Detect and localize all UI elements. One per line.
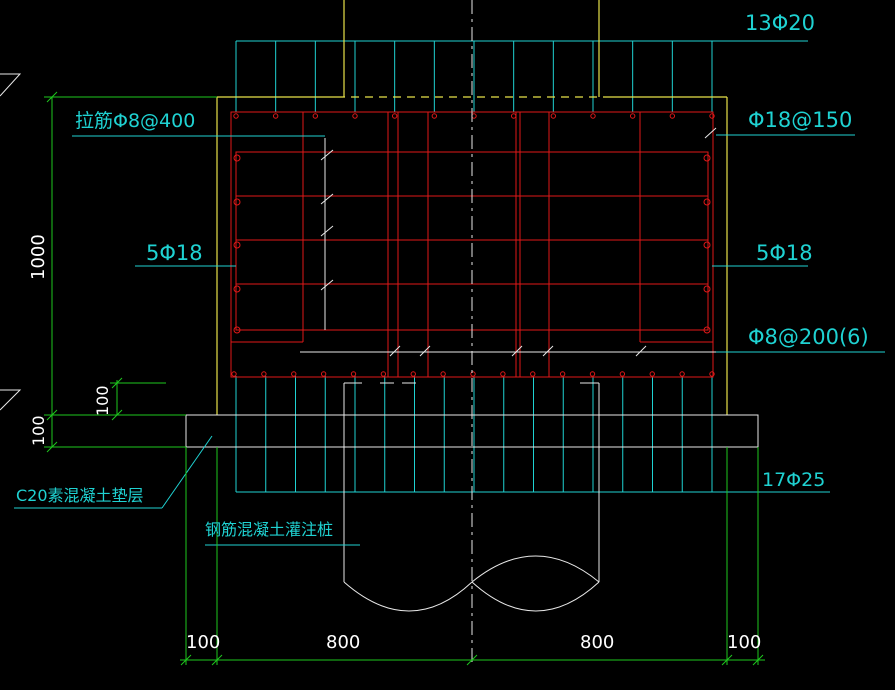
right-side-rebar-dot xyxy=(703,198,711,206)
stirrups-label: Φ8@200(6) xyxy=(748,325,869,349)
bottom-rebar-dot xyxy=(350,371,357,377)
bottom-rebar-dot xyxy=(320,371,327,377)
pile-outline xyxy=(343,382,600,612)
dim-height-100-lower: 100 xyxy=(29,415,48,446)
right-side-rebar-dot xyxy=(703,285,711,293)
bottom-rebar-dot xyxy=(589,371,596,377)
top-rebar-dot xyxy=(669,113,676,119)
bottom-rebar-dot xyxy=(559,371,566,377)
dimension-lines xyxy=(44,91,765,666)
dim-width-100-left: 100 xyxy=(186,632,220,653)
bottom-rebar-dot xyxy=(261,371,267,377)
dim-height-100-upper: 100 xyxy=(93,385,112,416)
dim-width-800-right: 800 xyxy=(580,632,614,653)
top-bars-label: 13Φ20 xyxy=(745,11,815,35)
left-side-rebar-dot xyxy=(233,198,241,206)
bottom-rebar-dot xyxy=(231,371,237,377)
annotation-labels: 13Φ20 拉筋Φ8@400 Φ18@150 5Φ18 5Φ18 Φ8@200(… xyxy=(16,11,869,653)
bottom-rebar-dot xyxy=(709,371,715,377)
right-side-rebar-dot xyxy=(703,154,711,162)
top-rebar-dot xyxy=(431,113,438,119)
elevation-markers xyxy=(0,73,22,411)
right-side-rebar-dot xyxy=(703,241,711,249)
tie-bars-label: 拉筋Φ8@400 xyxy=(75,110,195,132)
bottom-rebar-dot xyxy=(530,371,536,377)
top-bar-lines xyxy=(235,41,713,112)
stirrup-legs xyxy=(387,112,550,377)
cushion-layer xyxy=(185,414,759,448)
bottom-rebar-dot xyxy=(649,371,655,377)
bottom-rebar-dot xyxy=(679,371,685,377)
bottom-rebar-dot xyxy=(470,371,476,377)
top-rebar-dot xyxy=(391,113,398,119)
bottom-rebar-dot xyxy=(410,371,416,377)
tie-bar-ticks xyxy=(300,127,717,357)
top-rebar-dot xyxy=(629,113,636,119)
bottom-rebar-dot xyxy=(619,371,626,377)
top-rebar-dot xyxy=(233,113,239,119)
top-bar-outline xyxy=(235,40,808,112)
side-spacing-label: Φ18@150 xyxy=(748,108,852,132)
rebar-dots xyxy=(231,113,715,377)
dim-width-100-right: 100 xyxy=(727,632,761,653)
left-side-rebar-dot xyxy=(233,154,241,162)
bottom-bar-outline xyxy=(235,376,830,493)
pile-label: 钢筋混凝土灌注桩 xyxy=(205,520,333,539)
left-side-rebar-dot xyxy=(233,326,241,334)
top-rebar-dot xyxy=(590,113,596,119)
bottom-rebar-dot xyxy=(380,371,387,377)
left-side-rebar-dot xyxy=(233,241,241,249)
top-rebar-dot xyxy=(352,113,358,119)
dim-height-1000: 1000 xyxy=(28,234,49,280)
cushion-label: C20素混凝土垫层 xyxy=(16,486,144,505)
dim-width-800-left: 800 xyxy=(326,632,360,653)
top-rebar-dot xyxy=(312,113,319,119)
bottom-rebar-dot xyxy=(291,371,297,377)
top-rebar-dot xyxy=(550,113,557,119)
left-side-bars-label: 5Φ18 xyxy=(146,241,203,265)
right-side-bars-label: 5Φ18 xyxy=(756,241,813,265)
bottom-bar-lines xyxy=(235,376,713,492)
bottom-rebar-dot xyxy=(500,371,506,377)
top-rebar-dot xyxy=(510,113,517,119)
bottom-rebar-dot xyxy=(440,371,446,377)
left-side-rebar-dot xyxy=(233,285,241,293)
bottom-bars-label: 17Φ25 xyxy=(762,469,825,491)
beam-outline xyxy=(216,0,728,415)
top-rebar-dot xyxy=(272,113,279,119)
top-rebar-dot xyxy=(709,113,715,119)
right-side-rebar-dot xyxy=(703,326,711,334)
leader-lines xyxy=(14,134,885,546)
